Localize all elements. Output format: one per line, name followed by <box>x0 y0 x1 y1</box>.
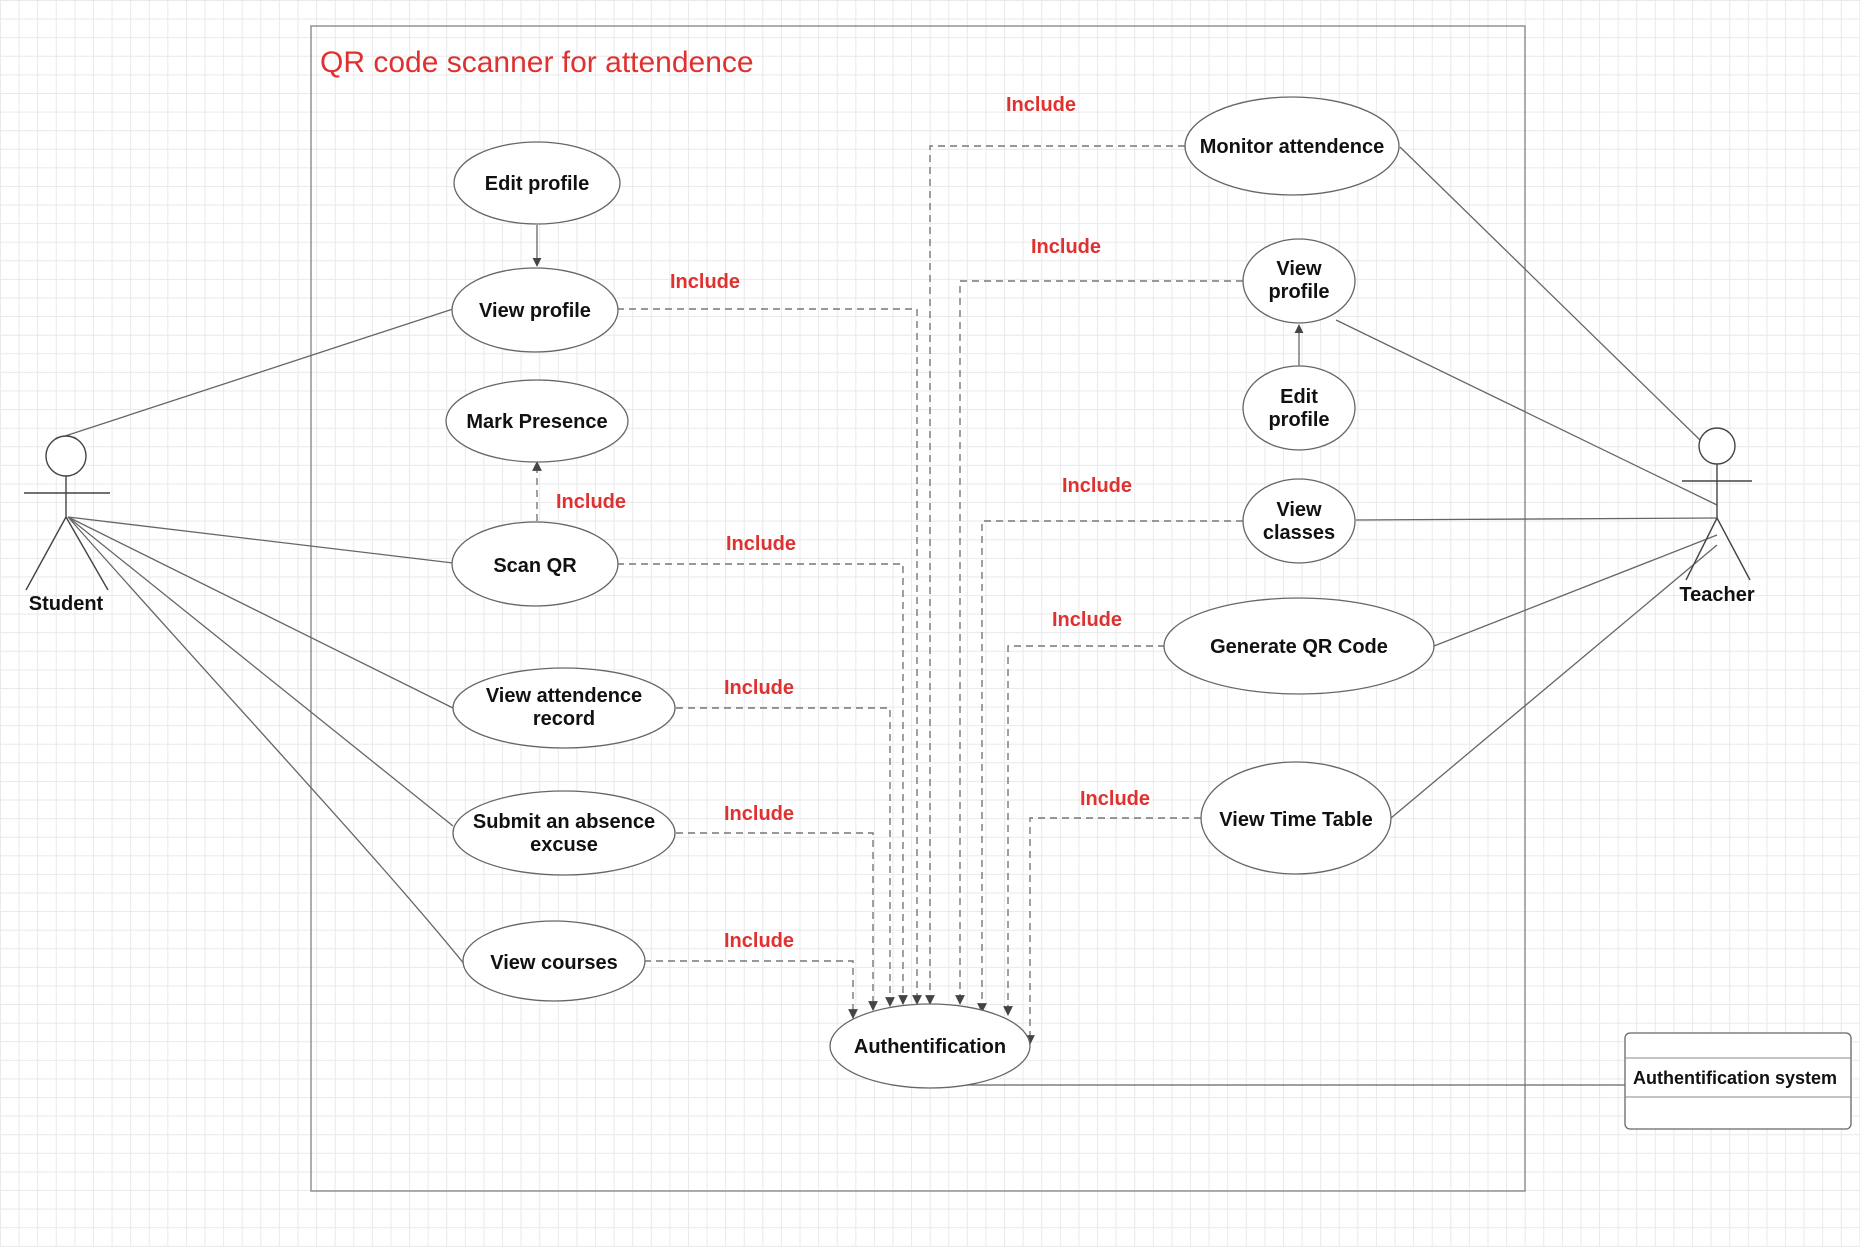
svg-text:View profile: View profile <box>479 300 591 322</box>
use-case-view-profile-teacher[interactable]: View profile <box>1242 238 1356 324</box>
diagram-title: QR code scanner for attendence <box>320 46 754 79</box>
use-case-edit-profile-teacher[interactable]: Edit profile <box>1242 365 1356 451</box>
include-label: Include <box>724 930 794 952</box>
include-label: Include <box>556 491 626 513</box>
use-case-mark-presence[interactable]: Mark Presence <box>445 379 629 463</box>
use-case-view-classes[interactable]: View classes <box>1242 478 1356 564</box>
svg-text:profile: profile <box>1268 281 1329 303</box>
svg-text:Mark Presence: Mark Presence <box>466 411 607 433</box>
use-case-authentification[interactable]: Authentification <box>829 1003 1031 1089</box>
use-case-view-attendence-record[interactable]: View attendence record <box>452 667 676 749</box>
use-case-submit-absence-excuse[interactable]: Submit an absence excuse <box>452 790 676 876</box>
actor-teacher[interactable]: Teacher <box>1679 427 1755 606</box>
use-case-scan-qr[interactable]: Scan QR <box>451 521 619 607</box>
use-case-view-time-table[interactable]: View Time Table <box>1200 761 1392 875</box>
stick-figure-icon <box>1682 427 1752 581</box>
svg-text:View: View <box>1276 258 1322 280</box>
include-label: Include <box>1031 236 1101 258</box>
system-name: Authentification system <box>1633 1068 1837 1088</box>
svg-text:Authentification: Authentification <box>854 1036 1006 1058</box>
svg-text:Scan QR: Scan QR <box>493 555 577 577</box>
actor-student[interactable]: Student <box>24 435 110 615</box>
svg-text:View courses: View courses <box>490 952 617 974</box>
stick-figure-icon <box>24 435 110 591</box>
use-case-monitor-attendence[interactable]: Monitor attendence <box>1184 96 1400 196</box>
include-label: Include <box>1062 475 1132 497</box>
svg-text:View: View <box>1276 499 1322 521</box>
svg-text:Edit profile: Edit profile <box>485 173 589 195</box>
include-relations <box>532 145 1243 1045</box>
actor-name: Student <box>29 593 104 615</box>
svg-text:View Time Table: View Time Table <box>1219 809 1372 831</box>
svg-text:profile: profile <box>1268 409 1329 431</box>
use-case-edit-profile[interactable]: Edit profile <box>453 141 621 225</box>
svg-text:Generate QR Code: Generate QR Code <box>1210 636 1388 658</box>
actor-name: Teacher <box>1679 584 1754 606</box>
svg-text:View attendence: View attendence <box>486 685 642 707</box>
svg-text:excuse: excuse <box>530 834 598 856</box>
svg-text:Edit: Edit <box>1280 386 1318 408</box>
teacher-associations <box>1335 146 1718 819</box>
use-case-view-courses[interactable]: View courses <box>462 920 646 1002</box>
include-label: Include <box>670 271 740 293</box>
system-boundary <box>310 25 1526 1192</box>
svg-text:Monitor attendence: Monitor attendence <box>1200 136 1384 158</box>
include-labels: Include Include Include Include Include … <box>556 94 1150 952</box>
student-associations <box>61 308 466 966</box>
include-label: Include <box>1006 94 1076 116</box>
svg-text:record: record <box>533 708 595 730</box>
include-label: Include <box>1052 609 1122 631</box>
include-label: Include <box>724 677 794 699</box>
include-label: Include <box>1080 788 1150 810</box>
include-label: Include <box>724 803 794 825</box>
include-label: Include <box>726 533 796 555</box>
authentification-system-box[interactable]: Authentification system <box>1624 1032 1852 1130</box>
svg-text:Submit an absence: Submit an absence <box>473 811 655 833</box>
generalization-lines <box>532 225 1304 368</box>
svg-text:classes: classes <box>1263 522 1335 544</box>
use-case-generate-qr-code[interactable]: Generate QR Code <box>1163 597 1435 695</box>
use-case-view-profile[interactable]: View profile <box>451 267 619 353</box>
